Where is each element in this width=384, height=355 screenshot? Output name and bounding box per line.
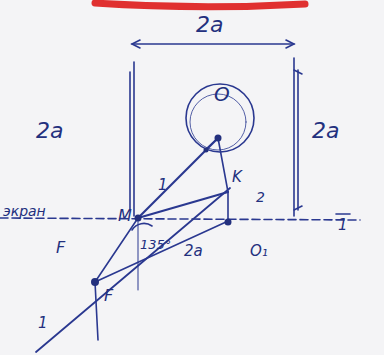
overline [336,213,350,215]
ray [218,138,228,192]
arrowhead [294,70,302,210]
sketch-label: 1 [38,316,48,331]
sketch-label: F [104,288,113,304]
sketch-label: 2a [196,14,223,36]
point [215,135,222,142]
point [91,278,99,286]
red-mark [95,3,305,7]
screen-line [0,218,360,220]
ray [227,192,229,222]
ray [95,282,98,340]
sketch-label: 2a [36,120,63,142]
sketch-label: 2 [256,190,265,204]
sketch-label: 135° [140,238,171,251]
dimension-line [132,43,294,45]
sketch-label: F [56,240,65,256]
sketch-label: экран [3,204,46,218]
ray [36,188,230,352]
angle-arc [132,223,152,230]
sketch-label: 2a [312,120,339,142]
sketch-label: 1 [338,218,348,233]
circle [186,84,254,152]
square-side [133,62,135,216]
sketch-label: 2a [184,244,203,259]
point [204,148,209,153]
dimension-line [129,72,131,210]
sketch-label: O₁ [250,244,268,259]
dimension-line [297,70,299,210]
sketch-label: K [232,170,242,185]
point [135,215,142,222]
arrowhead [132,40,294,48]
sketch-label: 1 [158,178,168,193]
ray [95,222,226,282]
sketch-label: M [118,208,132,224]
point [225,219,232,226]
square-side [293,58,295,216]
sketch-label: O [214,84,230,104]
ray [138,192,228,218]
ray [138,218,139,290]
